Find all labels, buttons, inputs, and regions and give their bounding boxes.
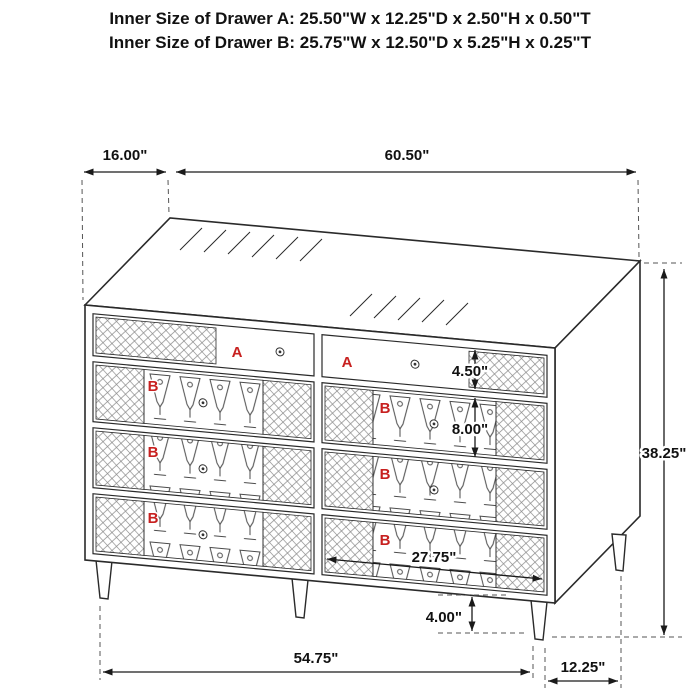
dim-label-drawer-width: 27.75" [412, 549, 457, 566]
keyhole-icon [410, 359, 420, 369]
dim-label-overall-height: 38.25" [642, 445, 687, 462]
drawer-label-b-right-2: B [380, 466, 391, 483]
dim-drawer-width: 27.75" [326, 547, 543, 582]
dim-label-drawer-b-height: 8.00" [452, 421, 488, 438]
dim-label-leg-height: 4.00" [426, 609, 462, 626]
dim-label-top-depth: 16.00" [103, 147, 148, 164]
keyhole-icon [275, 347, 285, 357]
drawer-label-b-right-3: B [380, 532, 391, 549]
dim-top-width: 60.50" [176, 145, 640, 258]
keyhole-icon [198, 464, 208, 474]
dim-base-width: 54.75" [99, 606, 534, 680]
drawer-label-a-right: A [342, 354, 353, 371]
dim-label-top-width: 60.50" [385, 147, 430, 164]
dim-drawer-b-height: 8.00" [449, 398, 491, 457]
dim-top-depth: 16.00" [81, 145, 170, 301]
drawer-label-b-right-1: B [380, 400, 391, 417]
header-drawer-b-inner-size: Inner Size of Drawer B: 25.75"W x 12.50"… [109, 33, 592, 52]
drawer-label-a-left: A [232, 344, 243, 361]
leg-back-right [611, 533, 627, 572]
keyhole-icon [429, 419, 439, 429]
dim-leg-height: 4.00" [423, 594, 524, 634]
leg-front-right [530, 599, 548, 641]
dresser-front-face [84, 304, 556, 604]
drawer-label-b-left-3: B [148, 510, 159, 527]
dim-drawer-a-height: 4.50" [449, 350, 491, 389]
dim-label-drawer-a-height: 4.50" [452, 363, 488, 380]
drawer-a-left [92, 313, 315, 377]
dim-base-depth: 12.25" [544, 576, 622, 688]
drawer-a-right [321, 334, 548, 398]
header-drawer-a-inner-size: Inner Size of Drawer A: 25.50"W x 12.25"… [109, 9, 591, 28]
dresser-drawing: A B B B A B B B [83, 217, 642, 641]
wood-grain-marks [179, 227, 469, 326]
dim-overall-height: 38.25" [552, 262, 689, 638]
dim-label-base-width: 54.75" [294, 650, 339, 667]
leg-front-left [95, 559, 113, 600]
keyhole-icon [198, 398, 208, 408]
drawer-label-b-left-1: B [148, 378, 159, 395]
dim-label-base-depth: 12.25" [561, 659, 606, 676]
keyhole-icon [429, 485, 439, 495]
keyhole-icon [198, 530, 208, 540]
leg-front-middle [291, 577, 309, 619]
drawer-label-b-left-2: B [148, 444, 159, 461]
